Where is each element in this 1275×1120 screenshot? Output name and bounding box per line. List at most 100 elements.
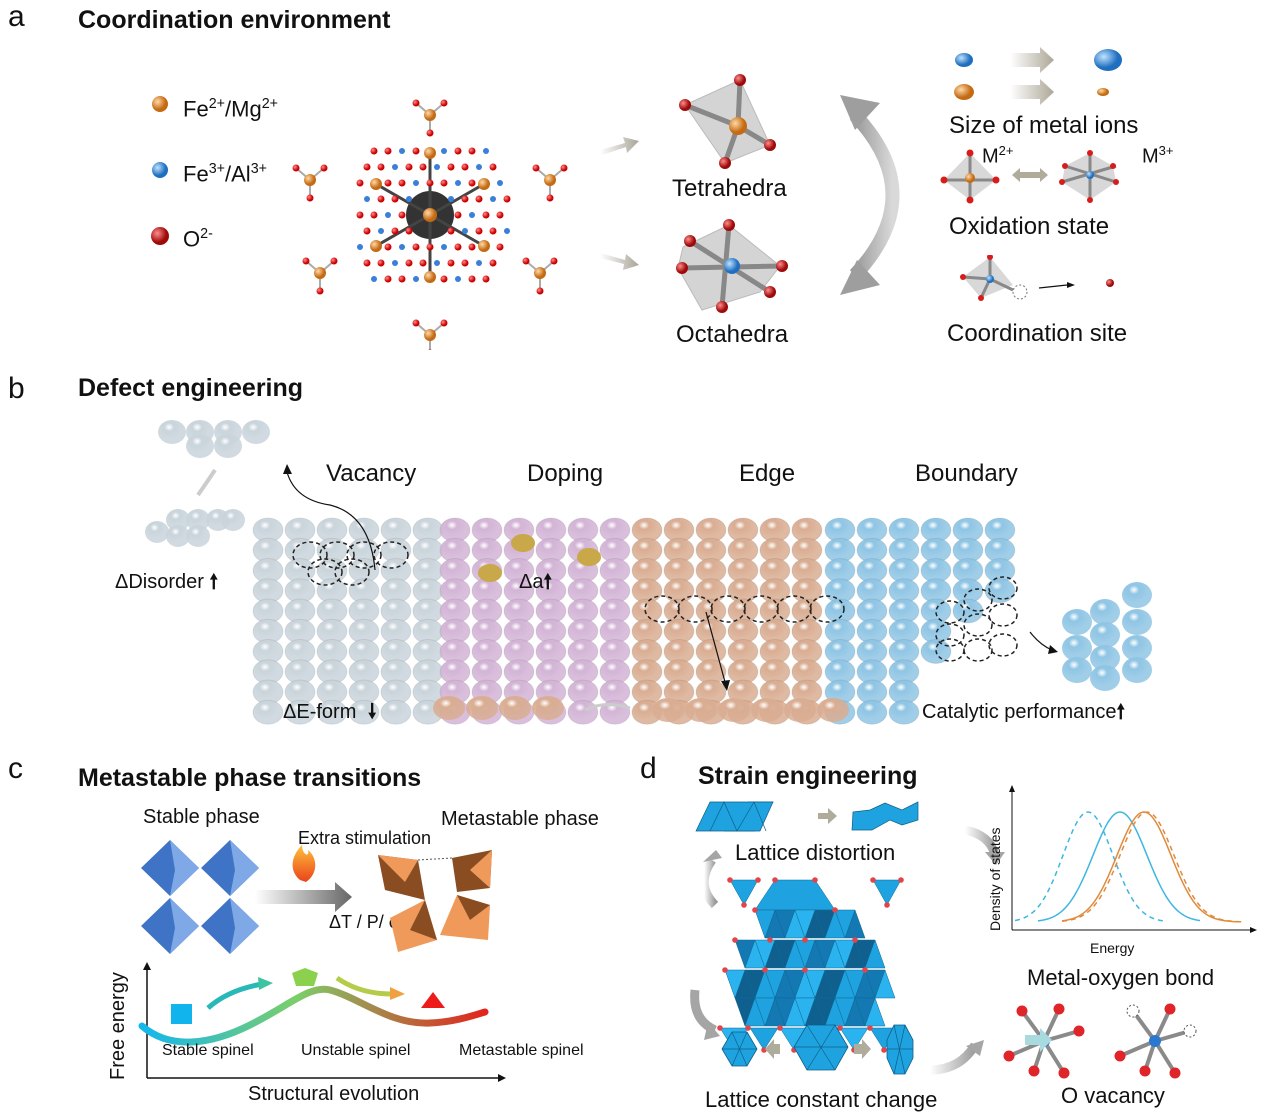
structure-arrows xyxy=(600,137,639,270)
atom-sphere xyxy=(499,696,531,720)
coordination-site-icons xyxy=(960,255,1114,301)
atom-sphere xyxy=(186,525,210,547)
oxygen-atom xyxy=(391,227,399,235)
conditions-label: ΔT / P/ σ xyxy=(329,912,400,932)
octahedral-metal-atom xyxy=(497,180,503,186)
oxygen-atom xyxy=(447,163,455,171)
transition-arrow-icon xyxy=(255,882,352,912)
oxygen-atom xyxy=(370,147,378,155)
oxygen-vacancy-site xyxy=(1126,1004,1140,1018)
legend-item-fe3-al3: Fe3+/Al3+ xyxy=(183,161,267,187)
boundary-vacancy-site xyxy=(988,603,1018,627)
oxygen-atom xyxy=(330,257,338,265)
oxygen-atom xyxy=(802,967,808,973)
oxygen-atom xyxy=(461,163,469,171)
oxygen-atom xyxy=(384,147,392,155)
oxygen-atom xyxy=(560,164,568,172)
octahedral-metal-atom xyxy=(448,196,454,202)
octahedral-metal-atom xyxy=(399,148,405,154)
oxidation-state-icons xyxy=(940,149,1119,204)
oxygen-atom xyxy=(536,287,544,295)
oxygen-atom xyxy=(867,1025,873,1031)
panel-a-label: a xyxy=(8,0,25,33)
oxygen-atom xyxy=(419,259,427,267)
oxygen-atom xyxy=(377,163,385,171)
edge-vacancy-site xyxy=(644,595,680,623)
curved-arrow-icon xyxy=(963,825,1000,857)
oxygen-atom xyxy=(1169,1067,1181,1079)
o-vacancy-icons xyxy=(1003,1003,1197,1079)
atom-sphere xyxy=(784,698,816,722)
oxygen-atom xyxy=(377,259,385,267)
dopant-atom xyxy=(478,564,502,582)
octahedral-metal-atom xyxy=(441,244,447,250)
octahedra-label: Octahedra xyxy=(676,321,789,348)
oxygen-atom xyxy=(363,163,371,171)
dopant-atom xyxy=(511,534,535,552)
octahedral-metal-atom xyxy=(434,164,440,170)
oxygen-atom xyxy=(426,243,434,251)
triangle-marker-icon xyxy=(421,992,445,1008)
central-metal-atom xyxy=(423,208,437,222)
tetrahedral-metal-atom xyxy=(544,174,556,186)
oxygen-atom xyxy=(292,164,300,172)
panel-a-title: Coordination environment xyxy=(78,6,391,34)
dos-y-axis-label: Density of states xyxy=(987,827,1003,932)
oxygen-atom xyxy=(440,275,448,283)
oxygen-atom xyxy=(802,937,808,943)
oxygen-atom xyxy=(412,319,420,327)
atom-sphere xyxy=(348,699,380,725)
size-of-metal-ions-label: Size of metal ions xyxy=(949,112,1139,139)
arrow-to-octahedra-icon xyxy=(600,253,639,270)
o-vacancy-label: O vacancy xyxy=(1061,1083,1165,1108)
oxygen-atom xyxy=(745,1025,751,1031)
octahedral-metal-atom xyxy=(371,276,377,282)
state-metastable-spinel: Metastable spinel xyxy=(459,1042,584,1059)
oxygen-atom xyxy=(468,275,476,283)
dos-curve-dashed-blue xyxy=(1014,811,1166,922)
x-axis-label: Structural evolution xyxy=(248,1083,420,1105)
atom-sphere xyxy=(1122,635,1152,661)
oxidation-state-label: Oxidation state xyxy=(949,213,1110,240)
category-edge: Edge xyxy=(739,460,796,487)
boundary-arrow-icon xyxy=(1029,631,1053,651)
atom-sphere xyxy=(567,699,599,725)
arrow-to-tetrahedra-icon xyxy=(600,137,639,155)
polyhedron-face xyxy=(839,1027,869,1051)
boundary-vacancy-site xyxy=(988,633,1018,657)
atom-sphere xyxy=(221,509,245,531)
extra-stimulation-label: Extra stimulation xyxy=(298,828,432,848)
oxygen-atom xyxy=(852,937,858,943)
vacancy-site xyxy=(334,558,370,586)
octahedral-metal-atom xyxy=(385,212,391,218)
oxygen-atom xyxy=(447,259,455,267)
atom-sphere xyxy=(214,434,242,458)
atom-sphere xyxy=(284,699,316,725)
free-energy-curve xyxy=(138,985,489,1046)
panel-b-label: b xyxy=(8,372,25,405)
octahedral-metal-atom xyxy=(476,164,482,170)
vacancy-site xyxy=(346,541,382,569)
vacant-site-icon xyxy=(1012,284,1028,300)
atom-sphere xyxy=(685,698,717,722)
stable-phase-label: Stable phase xyxy=(143,806,260,828)
legend-item-o2: O2- xyxy=(183,226,213,252)
oxygen-atom xyxy=(468,147,476,155)
category-vacancy: Vacancy xyxy=(326,460,417,487)
oxygen-atom xyxy=(454,211,462,219)
delta-e-form-label: ΔE-form 🠗 xyxy=(283,701,377,723)
tetrahedral-metal-atom xyxy=(424,109,436,121)
atom-sphere xyxy=(856,699,888,725)
edge-vacancy-site xyxy=(677,595,713,623)
oxygen-atom xyxy=(306,194,314,202)
atom-sphere xyxy=(652,698,684,722)
arrow-right-icon xyxy=(1010,47,1054,73)
polyhedron-face xyxy=(874,969,896,999)
dos-curve-solid-orange xyxy=(1061,811,1241,923)
oxygen-atom xyxy=(475,195,483,203)
down-arrow-icon: 🠗 xyxy=(367,701,377,723)
curved-arrow-icon xyxy=(584,703,631,712)
boundary-vacancy-site xyxy=(935,623,965,647)
oxygen-atom xyxy=(489,259,497,267)
oxygen-atom xyxy=(447,227,455,235)
